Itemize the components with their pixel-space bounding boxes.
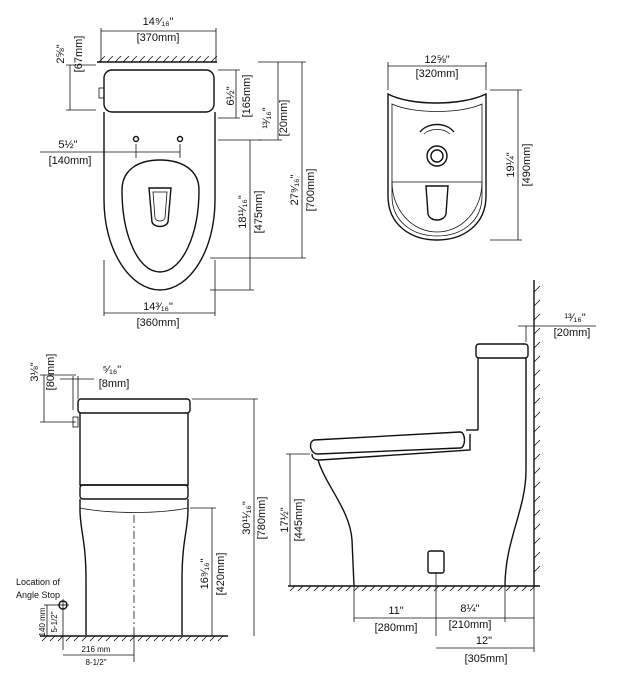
dim-bowl-length-in: 18¹¹⁄₁₆": [237, 195, 249, 229]
dim-top-width-in: 14⁹⁄₁₆": [143, 16, 174, 28]
outlet-side: [427, 550, 445, 574]
drain-circle: [426, 145, 448, 167]
top-view: 14⁹⁄₁₆" [370mm] 2⅝" [67mm] 6½" [165mm] ¹…: [40, 16, 317, 329]
dim-base-length-in: 19¼": [505, 152, 517, 177]
dim-seat-height-mm: [420mm]: [215, 553, 227, 596]
dim-gap-mm: [20mm]: [278, 100, 290, 137]
dim-bolt-mm: [140mm]: [49, 155, 92, 167]
dim-8-mm: [210mm]: [449, 619, 492, 631]
tank-front: [79, 413, 189, 486]
angle-stop-label-2: Angle Stop: [16, 590, 60, 600]
dim-side-seat-mm: [445mm]: [293, 499, 305, 542]
dim-front-height-in: 3⅛": [29, 362, 41, 381]
dim-total-height-in: 30¹¹⁄₁₆": [241, 501, 253, 535]
seat-side: [309, 431, 466, 455]
bowl-outline-top: [103, 112, 216, 291]
dim-total-height-mm: [780mm]: [256, 497, 268, 540]
dim-front-height-mm: [80mm]: [45, 354, 57, 391]
outlet-top: [148, 187, 172, 228]
dim-base-width-in: 12⅝": [424, 54, 449, 66]
flush-mark: [419, 123, 455, 133]
dim-12-in: 12": [476, 635, 492, 647]
top-wall-hatch: [98, 55, 218, 63]
dim-lid-thick-mm: [8mm]: [99, 378, 130, 390]
front-view: 3⅛" [80mm] ⁵⁄₁₆" [8mm] 30¹¹⁄₁₆" [780mm] …: [16, 354, 268, 667]
dim-seat-height-in: 16⁹⁄₁₆": [199, 558, 211, 589]
dim-tank-depth-mm: [67mm]: [73, 36, 85, 73]
seat-top: [121, 159, 200, 273]
angle-stop-h-mm: 216 mm: [82, 645, 111, 654]
dim-11-in: 11": [388, 605, 403, 617]
angle-stop-h-in: 8-1/2": [85, 658, 106, 667]
dim-bowl-width-mm: [360mm]: [137, 317, 180, 329]
dim-11-mm: [280mm]: [375, 622, 418, 634]
dim-top-width-mm: [370mm]: [137, 32, 180, 44]
base-outline: [387, 92, 487, 241]
angle-stop-v-in: 5-1/2": [50, 611, 59, 632]
dim-8-in: 8¼": [460, 603, 479, 615]
tank-lid-front: [77, 398, 191, 414]
dim-lid-thick-in: ⁵⁄₁₆": [103, 364, 122, 376]
side-view: ¹³⁄₁₆" [20mm] 17½" [445mm] 11" [280mm] 8…: [279, 280, 596, 665]
tank-lid-side: [475, 343, 529, 359]
dim-total-length-mm: [700mm]: [305, 169, 317, 212]
dim-total-length-in: 27⁹⁄₁₆": [289, 174, 301, 205]
dim-base-width-mm: [320mm]: [416, 68, 459, 80]
dim-bowl-length-mm: [475mm]: [253, 191, 265, 234]
dim-bowl-width-in: 14³⁄₁₆": [143, 301, 173, 313]
angle-stop-label-1: Location of: [16, 577, 61, 587]
seat-front: [79, 484, 189, 500]
bowl-side: [317, 459, 355, 587]
dim-side-seat-in: 17½": [279, 507, 291, 532]
dim-bolt-in: 5½": [58, 139, 77, 151]
base-view: 12⅝" [320mm] 19¼" [490mm]: [387, 54, 533, 241]
tank-top: [103, 69, 215, 113]
dim-tank-depth-in: 2⅝": [55, 44, 67, 63]
dim-tank-lid-in: 6½": [225, 86, 237, 105]
angle-stop-v-mm: 140 mm: [38, 607, 47, 636]
dim-gap-in: ¹³⁄₁₆": [261, 107, 273, 128]
dim-tank-lid-mm: [165mm]: [241, 75, 253, 118]
dim-base-length-mm: [490mm]: [521, 144, 533, 187]
outlet-base: [425, 185, 449, 221]
dim-12-mm: [305mm]: [465, 653, 508, 665]
dim-side-gap-in: ¹³⁄₁₆": [564, 312, 585, 324]
tank-side: [477, 358, 527, 587]
dim-side-gap-mm: [20mm]: [554, 327, 591, 339]
